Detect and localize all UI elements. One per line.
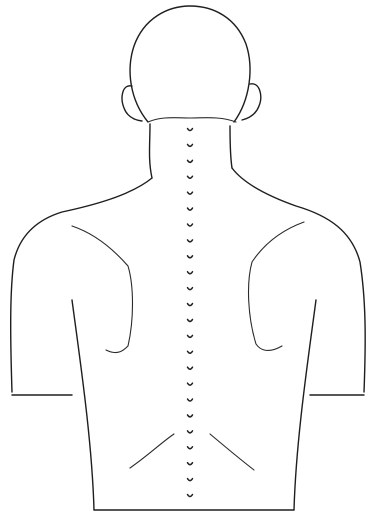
vertebra-mark <box>188 319 193 321</box>
vertebra-mark <box>188 240 193 242</box>
vertebra-mark <box>188 176 193 178</box>
vertebra-mark <box>188 495 193 497</box>
nape-line <box>148 118 236 122</box>
left-scapula <box>72 226 133 353</box>
vertebra-mark <box>188 463 193 465</box>
vertebra-mark <box>188 479 193 481</box>
vertebra-mark <box>188 447 193 449</box>
vertebra-mark <box>188 431 193 433</box>
right-scapula <box>249 222 304 350</box>
neck-right <box>230 126 232 168</box>
vertebra-mark <box>188 383 193 385</box>
vertebra-mark <box>188 144 193 146</box>
vertebra-mark <box>188 288 193 290</box>
vertebra-mark <box>188 256 193 258</box>
vertebra-mark <box>188 129 193 131</box>
left-shoulder-outline <box>11 178 152 392</box>
lower-back-right-crease <box>210 434 254 470</box>
vertebra-mark <box>188 192 193 194</box>
vertebra-mark <box>188 272 193 274</box>
vertebra-mark <box>188 208 193 210</box>
torso-right-side <box>294 300 316 510</box>
vertebra-mark <box>188 415 193 417</box>
vertebra-mark <box>188 367 193 369</box>
spine-vertebrae <box>188 129 193 497</box>
head-outline <box>130 6 250 122</box>
lower-back-left-crease <box>130 434 174 468</box>
vertebra-mark <box>188 224 193 226</box>
vertebra-mark <box>188 351 193 353</box>
vertebra-mark <box>188 304 193 306</box>
vertebra-mark <box>188 399 193 401</box>
vertebra-mark <box>188 160 193 162</box>
neck-left <box>150 124 153 178</box>
right-shoulder-outline <box>232 168 365 392</box>
torso-left-side <box>72 300 94 510</box>
vertebra-mark <box>188 335 193 337</box>
